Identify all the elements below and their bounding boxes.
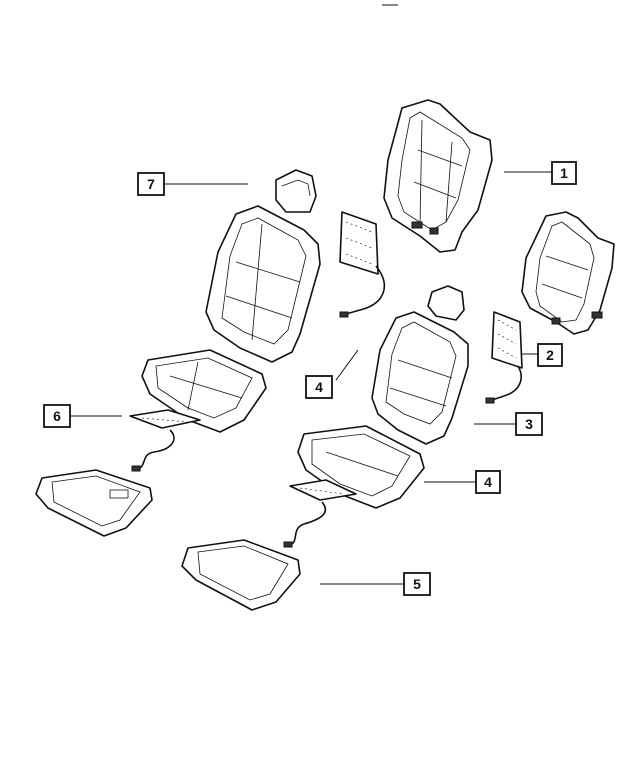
callout-4-upper: 4 bbox=[305, 375, 333, 399]
callout-7: 7 bbox=[137, 172, 165, 196]
callout-2: 2 bbox=[537, 343, 563, 367]
callout-5: 5 bbox=[403, 572, 431, 596]
svg-text:1: 1 bbox=[560, 165, 568, 181]
seat-back-middle bbox=[371, 311, 469, 445]
seat-cushion-frame-left bbox=[35, 469, 153, 537]
seat-cushion-left bbox=[141, 349, 267, 433]
svg-text:2: 2 bbox=[546, 347, 554, 363]
seat-cushion-frame-middle bbox=[181, 539, 301, 611]
callout-3: 3 bbox=[515, 412, 543, 436]
svg-text:4: 4 bbox=[315, 379, 323, 395]
svg-text:3: 3 bbox=[525, 416, 533, 432]
leader-4a bbox=[335, 349, 359, 381]
headrest-left bbox=[275, 169, 317, 213]
seat-cushion-heater-pad-middle bbox=[283, 479, 357, 548]
svg-text:4: 4 bbox=[484, 474, 492, 490]
callout-4-lower: 4 bbox=[475, 470, 501, 494]
headrest-middle bbox=[427, 285, 465, 321]
callout-6: 6 bbox=[43, 404, 71, 428]
seat-back-left bbox=[205, 205, 321, 363]
svg-text:5: 5 bbox=[413, 576, 421, 592]
seat-back-frame-large bbox=[383, 99, 493, 253]
svg-text:7: 7 bbox=[147, 176, 155, 192]
seat-cushion-middle bbox=[297, 425, 425, 509]
callout-1: 1 bbox=[551, 161, 577, 185]
seat-back-frame-small bbox=[521, 211, 615, 335]
svg-text:6: 6 bbox=[53, 408, 61, 424]
seat-back-heater-pad-right bbox=[485, 311, 523, 404]
seat-back-heater-pad-left bbox=[339, 211, 386, 318]
seat-cushion-heater-pad-left bbox=[129, 409, 201, 472]
